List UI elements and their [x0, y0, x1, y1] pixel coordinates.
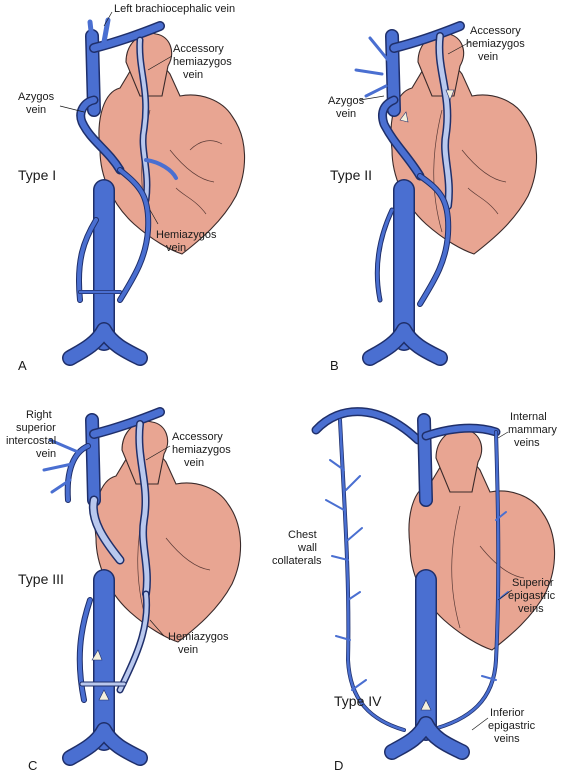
- label-chest-wall-2: wall: [297, 542, 317, 554]
- label-azygos-a-1: Azygos: [18, 91, 55, 103]
- label-internal-mammary-1: Internal: [510, 411, 547, 423]
- label-inferior-epigastric-3: veins: [494, 733, 520, 745]
- label-accessory-hemiazygos-a-3: vein: [183, 69, 203, 81]
- label-azygos-a-2: vein: [26, 104, 46, 116]
- panel-letter-a: A: [18, 358, 27, 373]
- label-azygos-b-1: Azygos: [328, 95, 365, 107]
- label-hemiazygos-a-2: vein: [166, 242, 186, 254]
- label-accessory-hemiazygos-c-1: Accessory: [172, 431, 223, 443]
- label-accessory-hemiazygos-a-2: hemiazygos: [173, 56, 232, 68]
- label-right-superior-intercostal-1: Right: [26, 409, 52, 421]
- label-internal-mammary-3: veins: [514, 437, 540, 449]
- flow-arrow-icon: [399, 111, 409, 123]
- heart-d: [408, 428, 556, 651]
- label-right-superior-intercostal-3: intercostal: [6, 435, 56, 447]
- panel-a: Left brachiocephalic vein Accessory hemi…: [18, 3, 246, 373]
- panel-b: Accessory hemiazygos vein Azygos vein Ty…: [328, 21, 538, 373]
- panel-letter-c: C: [28, 758, 37, 773]
- label-chest-wall-3: collaterals: [272, 555, 322, 567]
- label-inferior-epigastric-2: epigastric: [488, 720, 536, 732]
- label-accessory-hemiazygos-b-3: vein: [478, 51, 498, 63]
- label-accessory-hemiazygos-a-1: Accessory: [173, 43, 224, 55]
- panel-letter-b: B: [330, 358, 339, 373]
- veins-a: [62, 17, 178, 366]
- label-right-superior-intercostal-2: superior: [16, 422, 56, 434]
- label-hemiazygos-a-1: Hemiazygos: [156, 229, 217, 241]
- label-superior-epigastric-2: epigastric: [508, 590, 556, 602]
- labels-b: Accessory hemiazygos vein Azygos vein Ty…: [328, 25, 525, 373]
- label-left-brachiocephalic-vein: Left brachiocephalic vein: [114, 3, 235, 15]
- label-accessory-hemiazygos-c-2: hemiazygos: [172, 444, 231, 456]
- veins-c: [42, 407, 165, 766]
- label-accessory-hemiazygos-b-1: Accessory: [470, 25, 521, 37]
- label-superior-epigastric-3: veins: [518, 603, 544, 615]
- type-label-a: Type I: [18, 167, 56, 183]
- labels-a: Left brachiocephalic vein Accessory hemi…: [18, 3, 235, 373]
- veins-d: [311, 407, 509, 760]
- label-hemiazygos-c-1: Hemiazygos: [168, 631, 229, 643]
- type-label-b: Type II: [330, 167, 372, 183]
- label-hemiazygos-c-2: vein: [178, 644, 198, 656]
- veins-b: [354, 21, 465, 366]
- type-label-d: Type IV: [334, 693, 382, 709]
- flow-arrow-icon: [445, 89, 455, 101]
- type-label-c: Type III: [18, 571, 64, 587]
- panel-c: Right superior intercostal vein Accessor…: [6, 407, 242, 773]
- labels-d: Internal mammary veins Chest wall collat…: [272, 411, 557, 773]
- label-azygos-b-2: vein: [336, 108, 356, 120]
- flow-arrow-icon: [91, 649, 103, 661]
- label-internal-mammary-2: mammary: [508, 424, 557, 436]
- label-accessory-hemiazygos-c-3: vein: [184, 457, 204, 469]
- panel-d: Internal mammary veins Chest wall collat…: [272, 407, 557, 773]
- panel-letter-d: D: [334, 758, 343, 773]
- label-chest-wall-1: Chest: [288, 529, 317, 541]
- label-right-superior-intercostal-4: vein: [36, 448, 56, 460]
- flow-arrow-icon: [98, 689, 110, 701]
- label-accessory-hemiazygos-b-2: hemiazygos: [466, 38, 525, 50]
- label-superior-epigastric-1: Superior: [512, 577, 554, 589]
- label-inferior-epigastric-1: Inferior: [490, 707, 525, 719]
- flow-arrow-icon: [420, 699, 432, 711]
- labels-c: Right superior intercostal vein Accessor…: [6, 409, 231, 773]
